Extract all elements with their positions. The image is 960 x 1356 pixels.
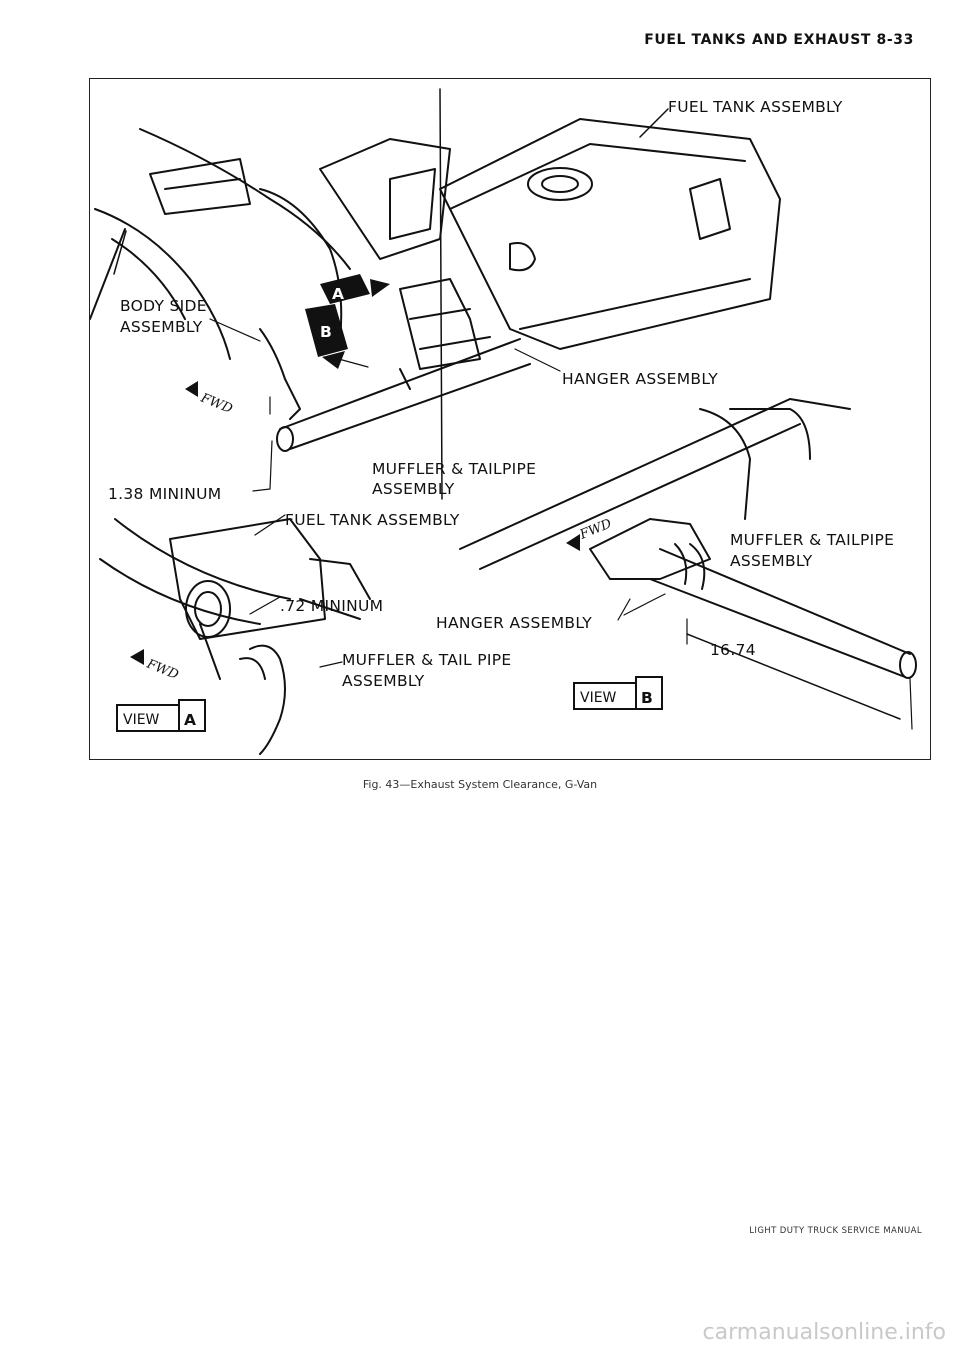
view-b-letter: B	[641, 689, 653, 707]
label-muffler-right-1: MUFFLER & TAILPIPE	[730, 531, 894, 549]
view-a-box: VIEW A	[116, 699, 206, 732]
callout-a-letter: A	[332, 285, 344, 303]
callout-b-letter: B	[320, 323, 332, 341]
hanger-bracket-top	[399, 278, 481, 370]
watermark: carmanualsonline.info	[702, 1320, 946, 1345]
label-muffler-bottom-2: ASSEMBLY	[342, 672, 425, 690]
label-fuel-tank-mid: FUEL TANK ASSEMBLY	[285, 511, 460, 529]
label-muffler-top-2: ASSEMBLY	[372, 480, 455, 498]
page-footer: LIGHT DUTY TRUCK SERVICE MANUAL	[749, 1226, 922, 1236]
fwd-arrow-view-a: FWD	[130, 649, 181, 683]
view-b-word: VIEW	[580, 690, 617, 706]
figure-illustration: A B FWD FWD FWD FUEL TANK ASSEMBLY BODY …	[90, 88, 917, 755]
view-b-box: VIEW B	[573, 676, 663, 710]
figure-caption: Fig. 43—Exhaust System Clearance, G-Van	[362, 778, 598, 791]
label-muffler-right-2: ASSEMBLY	[730, 552, 813, 570]
view-a-word: VIEW	[123, 712, 160, 728]
callout-a: A	[320, 274, 390, 304]
frame-rail-view-b	[459, 398, 851, 550]
tailpipe-top-view	[279, 338, 521, 430]
label-muffler-top-1: MUFFLER & TAILPIPE	[372, 460, 536, 478]
fuel-tank-top-view	[439, 118, 781, 350]
label-dim-1674: 16.74	[710, 641, 756, 659]
label-body-side-2: ASSEMBLY	[120, 318, 203, 336]
label-min-138: 1.38 MININUM	[108, 485, 221, 503]
label-muffler-bottom-1: MUFFLER & TAIL PIPE	[342, 651, 511, 669]
tailpipe-view-b	[659, 548, 911, 655]
page-header: FUEL TANKS AND EXHAUST 8-33	[644, 32, 914, 48]
fuel-tank-view-a	[169, 518, 326, 640]
label-hanger-top: HANGER ASSEMBLY	[562, 370, 718, 388]
label-min-72: .72 MININUM	[280, 597, 383, 615]
fwd-arrow-view-b: FWD	[566, 516, 614, 551]
view-a-letter: A	[184, 711, 196, 729]
fwd-arrow-top: FWD	[185, 381, 235, 417]
label-hanger-mid: HANGER ASSEMBLY	[436, 614, 592, 632]
label-fuel-tank-top: FUEL TANK ASSEMBLY	[668, 98, 843, 116]
exhaust-clearance-figure: A B FWD FWD FWD FUEL TANK ASSEMBLY BODY …	[89, 78, 931, 760]
callout-b: B	[305, 304, 348, 369]
fwd-label-top: FWD	[198, 390, 235, 417]
body-side-outline	[139, 128, 351, 270]
label-body-side-1: BODY SIDE	[120, 297, 207, 315]
fwd-label-view-a: FWD	[144, 656, 181, 683]
